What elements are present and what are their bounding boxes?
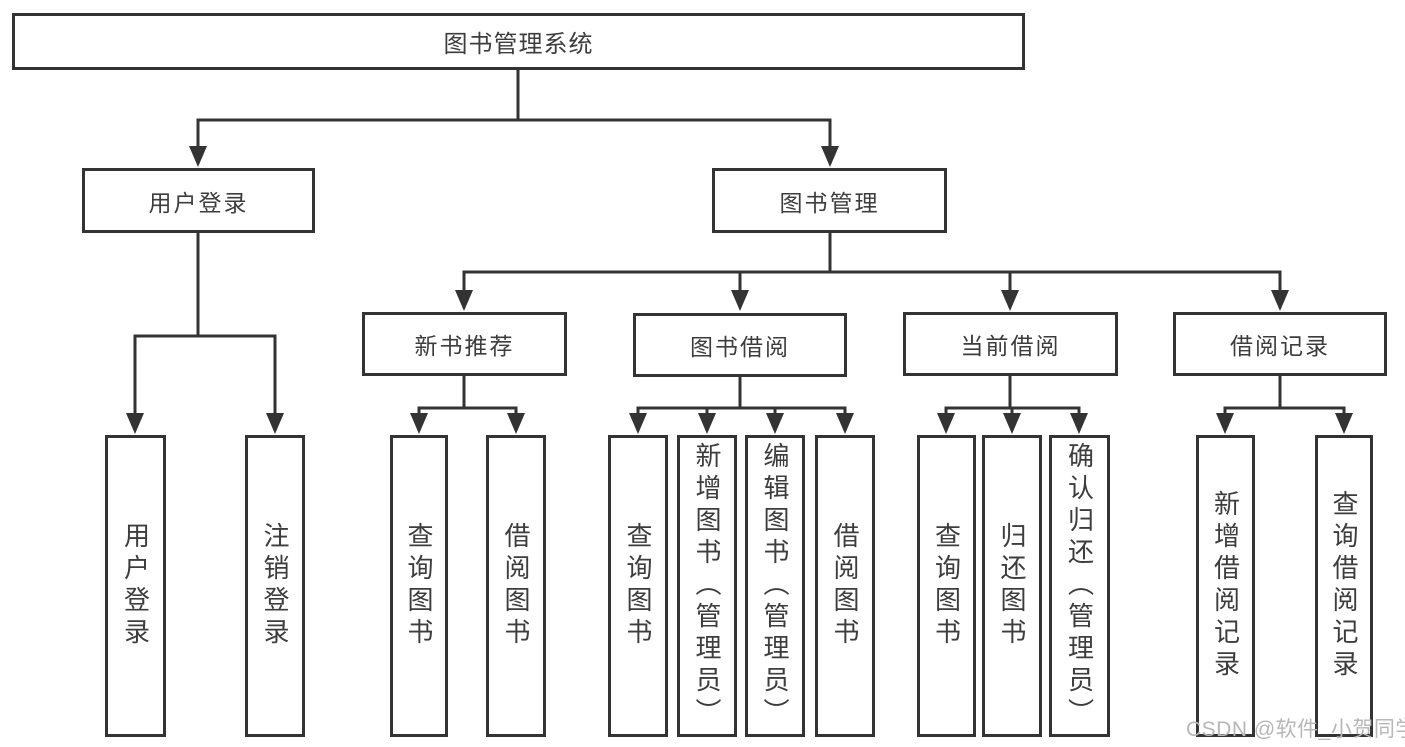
node-leaf-query-book-a: 查询图书 (390, 435, 448, 737)
node-leaf-query-book-b: 查询图书 (608, 435, 668, 737)
node-leaf-query-book-a-label: 查询图书 (404, 522, 434, 650)
node-leaf-borrow-book-b: 借阅图书 (815, 435, 875, 737)
node-leaf-borrow-book-a: 借阅图书 (486, 435, 546, 737)
node-leaf-confirm-return-admin-label: 确认归还（管理员） (1064, 442, 1095, 730)
node-leaf-logout: 注销登录 (245, 435, 305, 737)
node-leaf-user-login: 用户登录 (105, 435, 166, 737)
node-book-management: 图书管理 (712, 168, 947, 233)
node-user-login: 用户登录 (82, 168, 315, 233)
node-new-book-recommend-label: 新书推荐 (414, 333, 515, 359)
csdn-watermark: CSDN @软件_小贺同学 (1186, 718, 1405, 741)
node-leaf-query-book-c: 查询图书 (917, 435, 976, 737)
node-leaf-return-book-label: 归还图书 (997, 522, 1027, 650)
node-book-borrow-label: 图书借阅 (690, 334, 790, 360)
node-leaf-add-borrow-record-label: 新增借阅记录 (1210, 490, 1241, 682)
node-leaf-add-borrow-record: 新增借阅记录 (1196, 435, 1255, 737)
node-leaf-edit-book-admin: 编辑图书（管理员） (745, 435, 805, 737)
node-new-book-recommend: 新书推荐 (362, 312, 567, 376)
node-book-borrow: 图书借阅 (633, 313, 847, 377)
node-borrow-record-label: 借阅记录 (1230, 333, 1330, 359)
node-leaf-query-book-c-label: 查询图书 (931, 522, 962, 650)
node-leaf-borrow-book-b-label: 借阅图书 (830, 522, 860, 650)
node-leaf-query-borrow-record-label: 查询借阅记录 (1329, 490, 1359, 682)
node-leaf-confirm-return-admin: 确认归还（管理员） (1049, 435, 1110, 737)
node-leaf-user-login-label: 用户登录 (120, 522, 151, 650)
node-leaf-query-borrow-record: 查询借阅记录 (1315, 435, 1373, 737)
node-user-login-label: 用户登录 (148, 189, 249, 216)
node-leaf-edit-book-admin-label: 编辑图书（管理员） (760, 442, 790, 730)
node-leaf-query-book-b-label: 查询图书 (623, 522, 653, 650)
node-leaf-borrow-book-a-label: 借阅图书 (501, 522, 531, 650)
node-book-management-label: 图书管理 (779, 189, 880, 216)
node-library-system: 图书管理系统 (12, 13, 1025, 70)
node-leaf-logout-label: 注销登录 (260, 522, 290, 650)
node-leaf-return-book: 归还图书 (982, 435, 1042, 737)
node-leaf-add-book-admin-label: 新增图书（管理员） (692, 442, 722, 730)
node-current-borrow: 当前借阅 (903, 312, 1118, 376)
node-leaf-add-book-admin: 新增图书（管理员） (677, 435, 737, 737)
node-borrow-record: 借阅记录 (1173, 312, 1387, 376)
node-current-borrow-label: 当前借阅 (960, 333, 1061, 359)
node-library-system-label: 图书管理系统 (443, 31, 594, 58)
